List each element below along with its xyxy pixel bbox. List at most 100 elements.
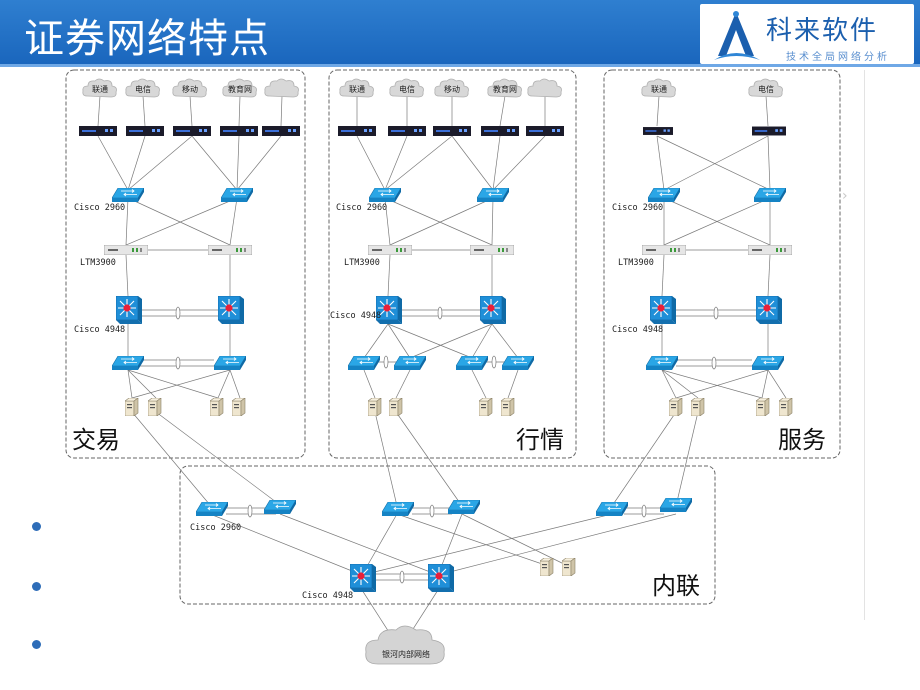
server-icon	[540, 558, 554, 576]
server-icon	[691, 398, 705, 416]
core-switch-icon	[650, 296, 676, 324]
company-logo: 科来软件 技术全局网络分析	[700, 4, 914, 64]
svg-text:移动: 移动	[182, 84, 198, 94]
access-switch-icon	[196, 502, 228, 516]
zone-box-market	[328, 69, 577, 459]
access-switch-icon	[596, 502, 628, 516]
zone-box-intranet	[179, 465, 716, 605]
logo-slogan: 技术全局网络分析	[786, 52, 890, 63]
logo-name: 科来软件	[766, 16, 879, 46]
access-switch-icon	[754, 188, 786, 202]
router-icon	[481, 126, 519, 136]
zone-trading: 联通 电信 移动 教育网 Cisco 2960 LTM3900 Cisco 49…	[72, 78, 300, 454]
isp-cloud-icon: 联通	[82, 78, 117, 98]
load-balancer-icon	[642, 245, 686, 255]
server-icon	[389, 398, 403, 416]
isp-cloud-icon: 电信	[748, 78, 783, 98]
isp-cloud-icon: 电信	[389, 78, 424, 98]
isp-cloud-icon: 联通	[641, 78, 676, 98]
device-label: Cisco 4948	[330, 311, 381, 321]
device-label: LTM3900	[344, 258, 380, 268]
svg-text:教育网: 教育网	[228, 84, 252, 94]
load-balancer-icon	[748, 245, 792, 255]
device-label: Cisco 4948	[302, 591, 353, 601]
core-switch-icon	[428, 564, 454, 592]
isp-cloud-icon: 移动	[434, 78, 469, 98]
slide-nav-arrow-icon: ›	[842, 188, 848, 204]
bullet-point	[32, 582, 41, 591]
server-icon	[501, 398, 515, 416]
core-switch-icon	[756, 296, 782, 324]
zone-label: 交易	[72, 426, 120, 454]
server-icon	[756, 398, 770, 416]
server-icon	[210, 398, 224, 416]
access-switch-icon	[502, 356, 534, 370]
svg-text:移动: 移动	[444, 84, 460, 94]
zone-label: 行情	[516, 426, 564, 454]
zone-market: 联通 电信 移动 教育网 Cisco 2960 LTM3900 Cisco 49…	[330, 78, 564, 454]
router-icon	[262, 126, 300, 136]
device-label: Cisco 4948	[612, 325, 663, 335]
device-label: LTM3900	[80, 258, 116, 268]
router-icon	[173, 126, 211, 136]
header-divider	[0, 64, 920, 67]
access-switch-icon	[112, 356, 144, 370]
zone-box-service	[603, 69, 841, 459]
access-switch-icon	[369, 188, 401, 202]
access-switch-icon	[112, 188, 144, 202]
isp-cloud-icon	[264, 78, 299, 98]
isp-cloud-icon: 教育网	[487, 78, 522, 98]
svg-text:联通: 联通	[92, 84, 108, 94]
core-switch-icon	[350, 564, 376, 592]
router-icon	[126, 126, 164, 136]
bullet-point	[32, 640, 41, 649]
device-label: Cisco 2960	[612, 203, 663, 213]
router-icon	[433, 126, 471, 136]
device-label: Cisco 2960	[190, 523, 241, 533]
server-icon	[562, 558, 576, 576]
access-switch-icon	[394, 356, 426, 370]
router-icon	[220, 126, 258, 136]
core-switch-icon	[116, 296, 142, 324]
svg-text:电信: 电信	[758, 84, 774, 94]
internal-network-cloud-icon: 银河内部网络	[365, 625, 445, 665]
access-switch-icon	[221, 188, 253, 202]
zone-intranet: Cisco 2960 Cisco 4948 内联	[190, 498, 700, 601]
load-balancer-icon	[368, 245, 412, 255]
load-balancer-icon	[104, 245, 148, 255]
link-lines	[97, 95, 787, 641]
logo-mark-icon	[714, 11, 760, 60]
router-icon	[526, 126, 564, 136]
slide-title: 证券网络特点	[24, 16, 270, 62]
access-switch-icon	[264, 500, 296, 514]
server-icon	[125, 398, 139, 416]
router-icon	[643, 127, 673, 135]
access-switch-icon	[456, 356, 488, 370]
access-switch-icon	[648, 188, 680, 202]
device-label: Cisco 4948	[74, 325, 125, 335]
isp-cloud-icon	[527, 78, 562, 98]
svg-text:银河内部网络: 银河内部网络	[382, 649, 430, 659]
device-label: Cisco 2960	[336, 203, 387, 213]
server-icon	[779, 398, 793, 416]
zone-label: 服务	[778, 426, 826, 454]
access-switch-icon	[214, 356, 246, 370]
access-switch-icon	[348, 356, 380, 370]
zone-service: 联通 电信 Cisco 2960 LTM3900 Cisco 4948 服务	[612, 78, 826, 454]
isp-cloud-icon: 教育网	[222, 78, 257, 98]
bullet-point	[32, 522, 41, 531]
svg-text:电信: 电信	[399, 84, 415, 94]
zone-label: 内联	[652, 572, 700, 600]
svg-text:联通: 联通	[349, 84, 365, 94]
router-icon	[79, 126, 117, 136]
server-icon	[479, 398, 493, 416]
server-icon	[232, 398, 246, 416]
load-balancer-icon	[470, 245, 514, 255]
trunk-markers	[175, 306, 719, 584]
isp-cloud-icon: 移动	[172, 78, 207, 98]
svg-text:电信: 电信	[135, 84, 151, 94]
device-label: LTM3900	[618, 258, 654, 268]
svg-text:联通: 联通	[651, 84, 667, 94]
server-icon	[368, 398, 382, 416]
